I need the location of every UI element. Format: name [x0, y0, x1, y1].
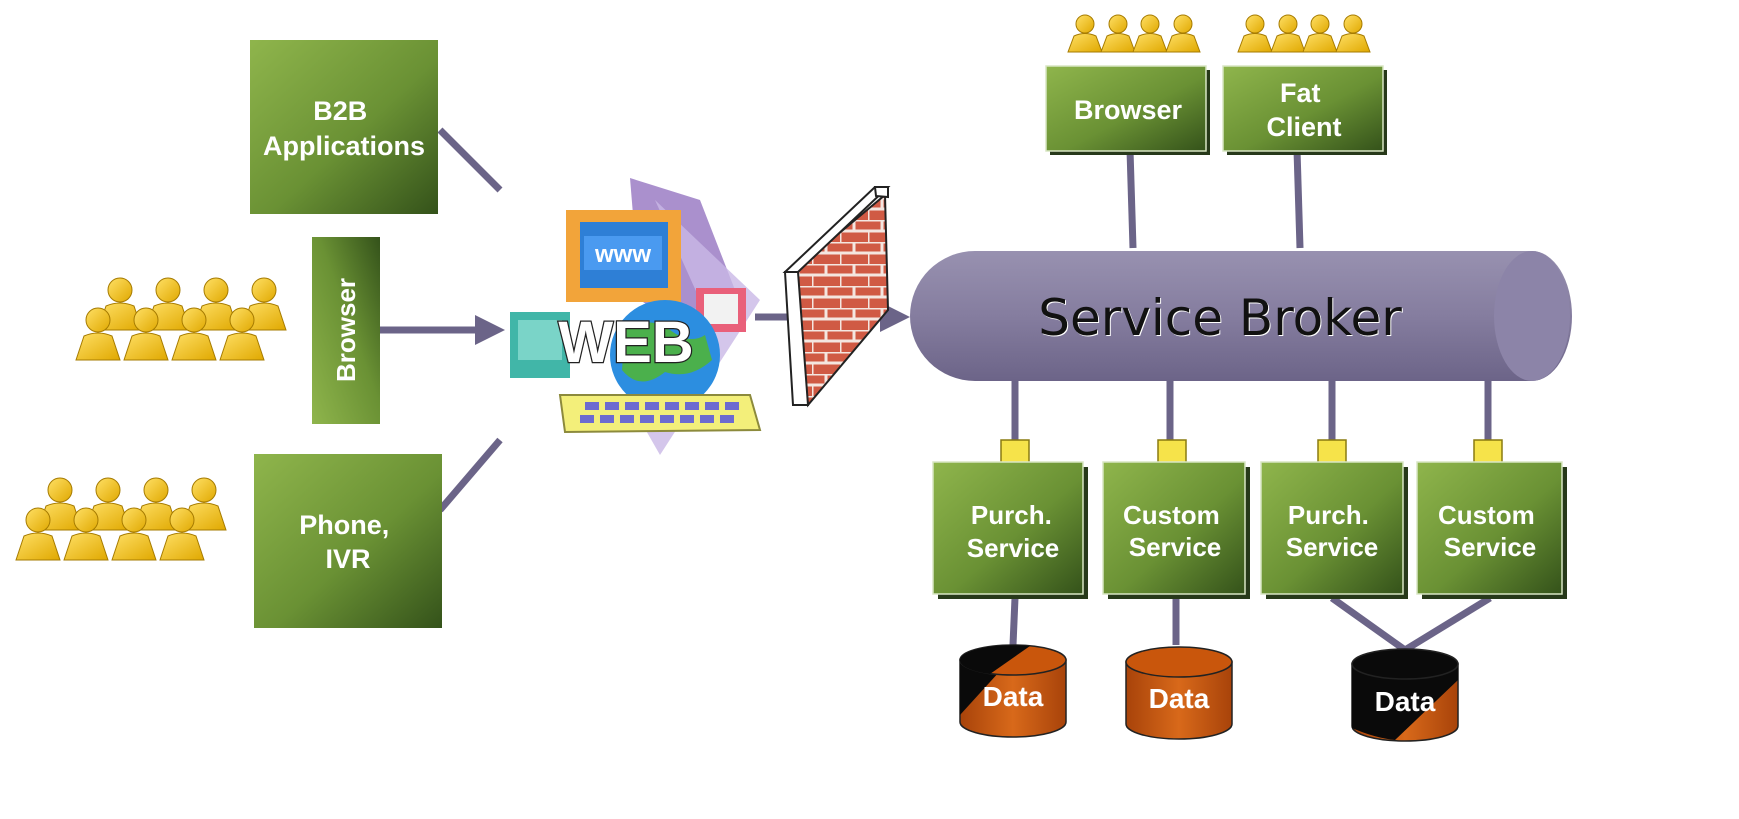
service-broker-label: Service Broker — [1038, 289, 1402, 347]
svg-text:Custom Service: Custom Service — [1123, 500, 1227, 562]
b2b-label-line1: B2B — [313, 96, 367, 126]
svg-text:Purch. Service: Purch. Service — [1286, 500, 1379, 562]
browser-arrowhead — [475, 315, 505, 345]
users-group-icon — [75, 277, 287, 361]
left-browser-node: Browser — [312, 237, 380, 424]
top-browser-label: Browser — [1074, 95, 1183, 125]
service-node-custom-1: Custom Service — [1102, 461, 1250, 599]
data-label-3: Data — [1375, 686, 1436, 717]
service-2-line2: Service — [1129, 532, 1222, 562]
service-3-line2: Service — [1286, 532, 1379, 562]
svg-text:Fat Client: Fat Client — [1266, 78, 1341, 142]
data-cylinder-icon: Data — [1351, 648, 1459, 742]
users-group-icon — [1067, 14, 1201, 53]
fat-client-label-line2: Client — [1266, 112, 1341, 142]
web-label: WEB — [558, 310, 693, 375]
fat-client-node: Fat Client — [1222, 65, 1387, 155]
service-node-purch-2: Purch. Service — [1260, 461, 1408, 599]
phone-ivr-node: Phone, IVR — [254, 454, 442, 628]
firewall-icon — [782, 186, 891, 408]
service4-data-connector — [1403, 595, 1492, 653]
service-4-line1: Custom — [1438, 500, 1535, 530]
b2b-applications-node: B2B Applications — [250, 40, 438, 214]
svg-text:Phone, IVR: Phone, IVR — [299, 510, 397, 574]
users-group-icon — [15, 477, 227, 561]
data-cylinder-icon: Data — [1125, 646, 1233, 740]
service-2-line1: Custom — [1123, 500, 1220, 530]
users-group-icon — [1237, 14, 1371, 53]
www-banner: www — [594, 241, 651, 268]
phone-label-line1: Phone, — [299, 510, 389, 540]
service-3-line1: Purch. — [1288, 500, 1369, 530]
b2b-connector — [437, 127, 503, 193]
data-label-1: Data — [983, 681, 1044, 712]
service-1-line2: Service — [967, 533, 1060, 563]
svg-text:B2B Applications: B2B Applications — [263, 96, 425, 161]
service-node-custom-2: Custom Service — [1416, 461, 1567, 599]
service-node-purch-1: Purch. Service — [932, 461, 1088, 599]
adapter-plug-icon — [1157, 439, 1187, 470]
service3-data-connector — [1329, 595, 1408, 653]
phone-connector — [437, 437, 503, 513]
svg-text:Purch. Service: Purch. Service — [967, 500, 1060, 563]
phone-label-line2: IVR — [325, 544, 370, 574]
web-computer-icon: www WEB — [510, 178, 762, 455]
svg-text:Custom Service: Custom Service — [1438, 500, 1542, 562]
service-4-line2: Service — [1444, 532, 1537, 562]
top-browser-connector — [1126, 149, 1137, 249]
connector-lines — [380, 127, 1492, 653]
data-cylinder-icon: Data — [959, 644, 1067, 738]
service-broker-bus: Service Broker — [910, 251, 1572, 381]
b2b-label-line2: Applications — [263, 131, 425, 161]
left-browser-label: Browser — [331, 278, 361, 382]
service1-data-connector — [1009, 597, 1019, 646]
fat-client-label-line1: Fat — [1280, 78, 1321, 108]
top-fatclient-connector — [1293, 149, 1304, 249]
service-1-line1: Purch. — [971, 500, 1052, 530]
data-label-2: Data — [1149, 683, 1210, 714]
top-browser-node: Browser — [1045, 65, 1210, 155]
